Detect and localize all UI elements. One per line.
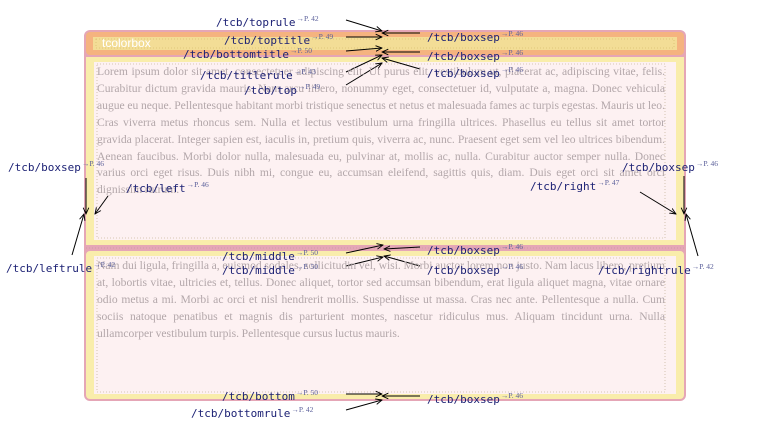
box-title: tcolorbox	[102, 36, 151, 50]
upper-back	[94, 62, 676, 240]
titlerule-arrow	[345, 55, 382, 73]
bottomtitle-arrow	[345, 48, 382, 51]
label-bottomtitle: /tcb/bottomtitle→P. 50	[183, 46, 313, 61]
lower-body-text: Nam dui ligula, fringilla a, euismod sod…	[97, 259, 665, 340]
label-toprule: /tcb/toprule→P. 42	[216, 14, 319, 29]
label-middle-2: /tcb/middle→P. 50	[222, 262, 318, 277]
title-content-border	[95, 38, 675, 49]
lower-back	[94, 256, 676, 394]
boxsep-m1-arrow	[384, 247, 421, 249]
label-titlerule: /tcb/titlerule→P. 43	[200, 67, 316, 82]
label-boxsep-title-1: /tcb/boxsep→P. 46	[427, 29, 523, 44]
middle1-arrow	[345, 245, 383, 254]
left-arrow	[95, 195, 109, 214]
label-boxsep-title-2: /tcb/boxsep→P. 46	[427, 48, 523, 63]
label-toptitle: /tcb/toptitle→P. 49	[224, 32, 334, 47]
label-bottom: /tcb/bottom→P. 50	[222, 388, 318, 403]
label-boxsep-middle-1: /tcb/boxsep→P. 46	[427, 242, 523, 257]
boxsep-t3-arrow	[382, 58, 421, 70]
label-left: /tcb/left→P. 46	[126, 180, 209, 195]
label-bottomrule: /tcb/bottomrule→P. 42	[191, 405, 314, 420]
label-rightrule: /tcb/rightrule→P. 42	[598, 262, 714, 277]
boxsep-m2-arrow	[384, 256, 421, 267]
label-top: /tcb/top→P. 49	[244, 82, 321, 97]
label-boxsep-title-3: /tcb/boxsep→P. 46	[427, 65, 523, 80]
top-arrow	[345, 63, 382, 86]
leftrule-arrow	[71, 214, 84, 256]
upper-body-text: Lorem ipsum dolor sit amet, consectetuer…	[97, 65, 665, 197]
toprule-arrow	[345, 19, 382, 31]
label-boxsep-left: /tcb/boxsep→P. 46	[8, 159, 104, 174]
rightrule-arrow	[686, 214, 699, 257]
right-arrow	[639, 191, 676, 214]
label-right: /tcb/right→P. 47	[530, 178, 620, 193]
bottomrule-arrow	[345, 400, 382, 411]
title-boxsep-area	[93, 37, 677, 50]
label-middle-1: /tcb/middle→P. 50	[222, 248, 318, 263]
middle2-arrow	[345, 257, 383, 267]
upper-content-border	[96, 63, 666, 239]
label-boxsep-right: /tcb/boxsep→P. 46	[622, 159, 718, 174]
label-boxsep-middle-2: /tcb/boxsep→P. 46	[427, 262, 523, 277]
label-boxsep-bottom: /tcb/boxsep→P. 46	[427, 391, 523, 406]
label-leftrule: /tcb/leftrule→P. 42	[6, 260, 116, 275]
